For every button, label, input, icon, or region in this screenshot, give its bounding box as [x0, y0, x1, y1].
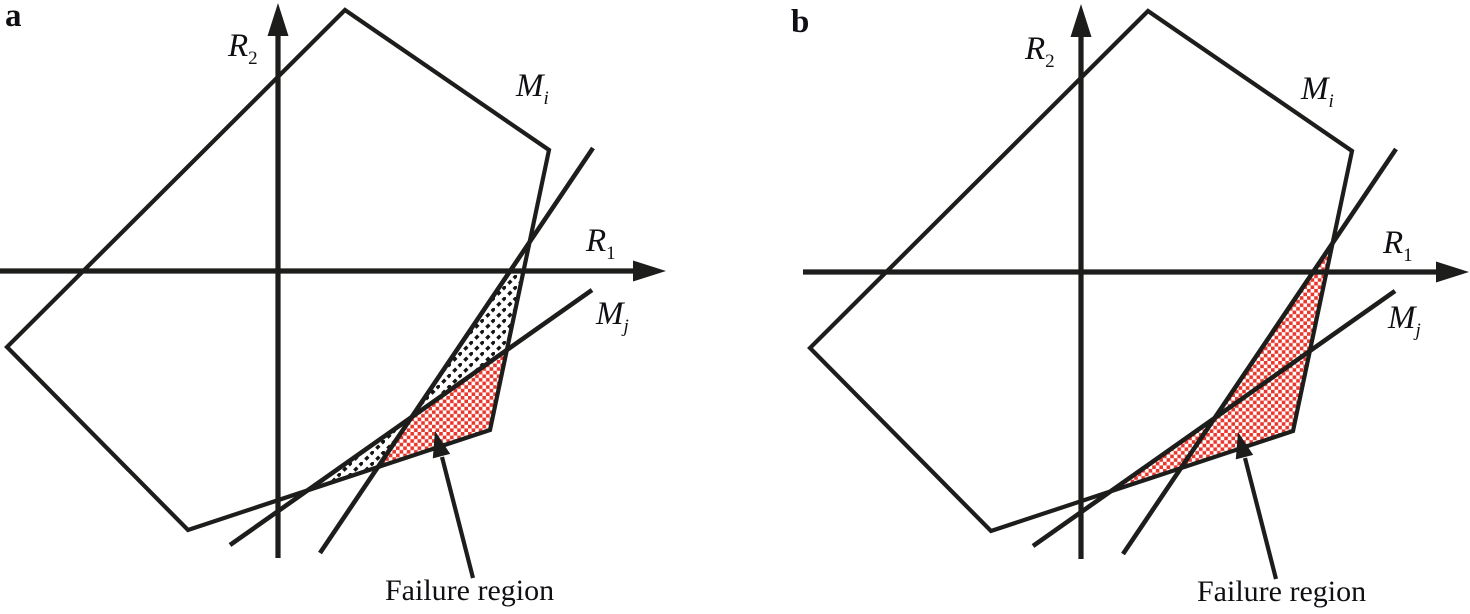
panel-a-group	[0, 3, 666, 579]
failure-region-caption-a: Failure region	[385, 574, 555, 607]
annotation-arrow-shaft	[1242, 457, 1279, 580]
x-axis-arrowhead-icon	[633, 260, 666, 282]
mi-line-label-a: Mi	[516, 68, 549, 109]
mi-line	[318, 146, 595, 555]
annotation-arrow-shaft	[439, 456, 476, 579]
mi-line	[1121, 147, 1398, 556]
mj-line-label-b: Mj	[1388, 300, 1421, 341]
mi-line-label-b: Mi	[1301, 71, 1334, 112]
mj-line-label-a: Mj	[596, 296, 629, 337]
hatched-region-upper	[411, 273, 524, 418]
x-axis-arrowhead-icon	[1436, 261, 1469, 283]
panel-b-group	[803, 4, 1469, 580]
failure-region-fill	[377, 350, 507, 468]
y-axis-label-a: R2	[228, 28, 258, 69]
x-axis-label-a: R1	[586, 223, 616, 264]
annotation-arrowhead-icon	[1235, 432, 1254, 460]
mj-line	[1031, 289, 1397, 548]
y-axis-label-b: R2	[1025, 31, 1055, 72]
panel-a-letter: a	[5, 0, 22, 34]
yield-polygon	[807, 8, 1355, 534]
x-axis-label-b: R1	[1383, 225, 1413, 266]
failure-region-fill	[1110, 247, 1333, 492]
failure-region-caption-b: Failure region	[1197, 575, 1367, 608]
yield-polygon	[4, 7, 552, 533]
y-axis-arrowhead-icon	[267, 3, 289, 36]
panel-b-letter: b	[791, 4, 810, 40]
annotation-arrowhead-icon	[432, 431, 451, 459]
y-axis-arrowhead-icon	[1070, 4, 1092, 37]
mj-line	[228, 288, 594, 547]
